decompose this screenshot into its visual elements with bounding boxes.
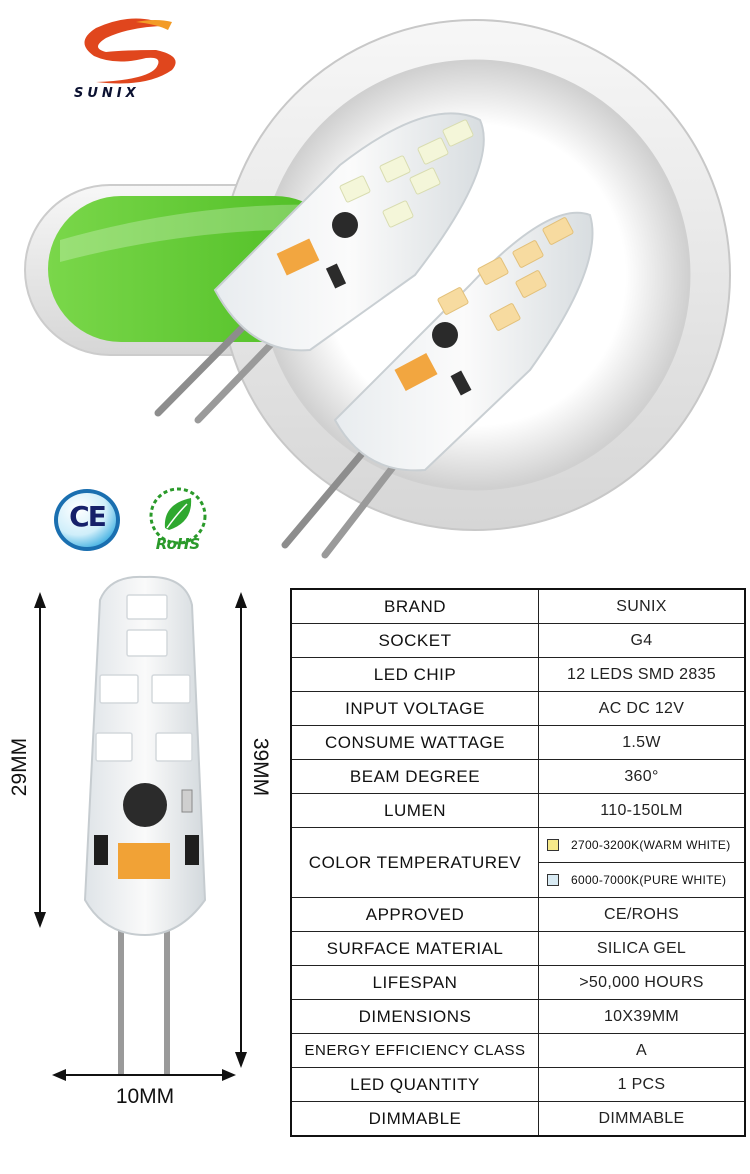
spec-row: SURFACE MATERIAL SILICA GEL	[290, 931, 746, 966]
color-temperature-options: 2700-3200K(WARM WHITE) 6000-7000K(PURE W…	[538, 827, 746, 898]
spec-value: CE/ROHS	[538, 897, 746, 932]
ce-badge-icon	[54, 489, 120, 551]
color-option-warm: 2700-3200K(WARM WHITE)	[539, 828, 744, 862]
rohs-badge-icon	[149, 487, 207, 545]
warm-white-swatch-icon	[547, 839, 559, 851]
spec-key: CONSUME WATTAGE	[290, 725, 539, 760]
spec-value: SUNIX	[538, 588, 746, 624]
spec-value: 10X39MM	[538, 999, 746, 1034]
spec-key: DIMMABLE	[290, 1101, 539, 1137]
spec-value: >50,000 HOURS	[538, 965, 746, 1000]
spec-value: 12 LEDS SMD 2835	[538, 657, 746, 692]
spec-row: CONSUME WATTAGE 1.5W	[290, 725, 746, 760]
spec-row: LED CHIP 12 LEDS SMD 2835	[290, 657, 746, 692]
spec-value: DIMMABLE	[538, 1101, 746, 1137]
color-option-label: 2700-3200K(WARM WHITE)	[571, 838, 731, 852]
spec-key: SOCKET	[290, 623, 539, 658]
dimension-inner-height-label: 29MM	[8, 737, 31, 797]
spec-value: A	[538, 1033, 746, 1068]
spec-key: ENERGY EFFICIENCY CLASS	[290, 1033, 539, 1068]
ce-label: CE	[69, 500, 107, 533]
spec-value: 110-150LM	[538, 793, 746, 828]
spec-row: BRAND SUNIX	[290, 588, 746, 624]
rohs-label: RoHS	[155, 535, 201, 553]
spec-row: DIMMABLE DIMMABLE	[290, 1101, 746, 1137]
spec-key: SURFACE MATERIAL	[290, 931, 539, 966]
spec-key: BRAND	[290, 588, 539, 624]
spec-table: BRAND SUNIX SOCKET G4 LED CHIP 12 LEDS S…	[290, 588, 746, 1137]
dimension-total-height-label: 39MM	[249, 737, 272, 797]
dimension-diagram	[34, 575, 247, 1081]
spec-value: AC DC 12V	[538, 691, 746, 726]
brand-wordmark: SUNIX	[74, 86, 140, 101]
spec-key: DIMENSIONS	[290, 999, 539, 1034]
pure-white-swatch-icon	[547, 874, 559, 886]
color-option-pure: 6000-7000K(PURE WHITE)	[539, 862, 744, 897]
spec-row: SOCKET G4	[290, 623, 746, 658]
spec-row: BEAM DEGREE 360°	[290, 759, 746, 794]
dimension-width-label: 10MM	[115, 1085, 175, 1108]
spec-row-color-temperature: COLOR TEMPERATUREV 2700-3200K(WARM WHITE…	[290, 827, 746, 898]
spec-key: LED QUANTITY	[290, 1067, 539, 1102]
spec-row: LED QUANTITY 1 PCS	[290, 1067, 746, 1102]
spec-key: LED CHIP	[290, 657, 539, 692]
spec-row: DIMENSIONS 10X39MM	[290, 999, 746, 1034]
spec-key: LIFESPAN	[290, 965, 539, 1000]
color-option-label: 6000-7000K(PURE WHITE)	[571, 873, 727, 887]
spec-value: 1.5W	[538, 725, 746, 760]
sunix-logo-icon	[84, 18, 176, 84]
spec-key: LUMEN	[290, 793, 539, 828]
bulb-illustration-back	[154, 112, 485, 424]
spec-row: INPUT VOLTAGE AC DC 12V	[290, 691, 746, 726]
spec-row: APPROVED CE/ROHS	[290, 897, 746, 932]
spec-value: SILICA GEL	[538, 931, 746, 966]
bulb-illustration-front	[281, 211, 594, 559]
spec-value: 1 PCS	[538, 1067, 746, 1102]
spec-key: BEAM DEGREE	[290, 759, 539, 794]
spec-row: ENERGY EFFICIENCY CLASS A	[290, 1033, 746, 1068]
spec-row: LIFESPAN >50,000 HOURS	[290, 965, 746, 1000]
spec-key: COLOR TEMPERATUREV	[290, 827, 539, 898]
spec-key: INPUT VOLTAGE	[290, 691, 539, 726]
spec-value: G4	[538, 623, 746, 658]
spec-key: APPROVED	[290, 897, 539, 932]
hero-banner	[24, 19, 731, 559]
spec-value: 360°	[538, 759, 746, 794]
spec-row: LUMEN 110-150LM	[290, 793, 746, 828]
